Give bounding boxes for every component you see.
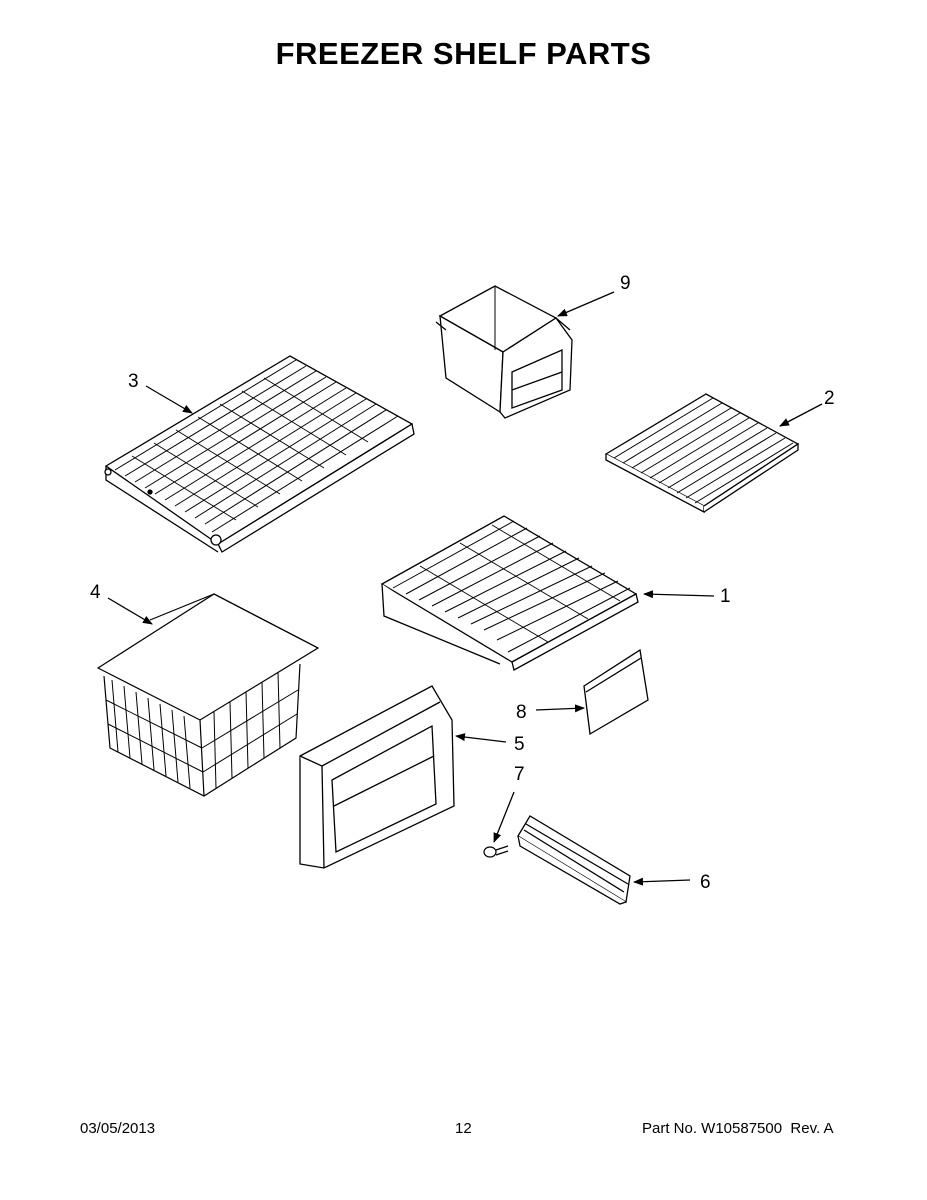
- part-4-wire-basket: [96, 593, 320, 797]
- callout-6: 6: [700, 872, 711, 893]
- leader-2: [779, 403, 823, 427]
- leader-6: [633, 877, 691, 886]
- part-9-freezer-bin: [435, 285, 573, 419]
- leader-3: [145, 385, 193, 414]
- part-1-wire-shelf: [380, 515, 639, 671]
- callout-3: 3: [128, 371, 139, 392]
- callout-8: 8: [516, 702, 527, 723]
- callout-7: 7: [514, 764, 525, 785]
- part-2-wire-shelf: [604, 393, 800, 514]
- footer-part-number: Part No. W10587500 Rev. A: [642, 1120, 834, 1137]
- leader-7: [493, 791, 515, 843]
- leader-lines: [107, 291, 823, 886]
- callout-2: 2: [824, 388, 835, 409]
- leader-4: [107, 597, 153, 625]
- leader-8: [535, 704, 585, 713]
- footer-date: 03/05/2013: [80, 1120, 156, 1137]
- leader-9: [557, 291, 615, 317]
- part-8-cover: [583, 648, 649, 736]
- page-title: FREEZER SHELF PARTS: [275, 36, 652, 71]
- callout-1: 1: [720, 586, 731, 607]
- callout-5: 5: [514, 734, 525, 755]
- leader-1: [643, 590, 715, 599]
- part-3-wire-shelf: [104, 355, 415, 553]
- footer-page-number: 12: [455, 1120, 472, 1137]
- leader-5: [455, 733, 507, 743]
- part-5-drawer-front: [299, 685, 455, 869]
- callout-4: 4: [90, 582, 101, 603]
- callout-9: 9: [620, 273, 631, 294]
- part-6-slide-rail: [517, 815, 631, 905]
- part-7-screw: [483, 845, 509, 858]
